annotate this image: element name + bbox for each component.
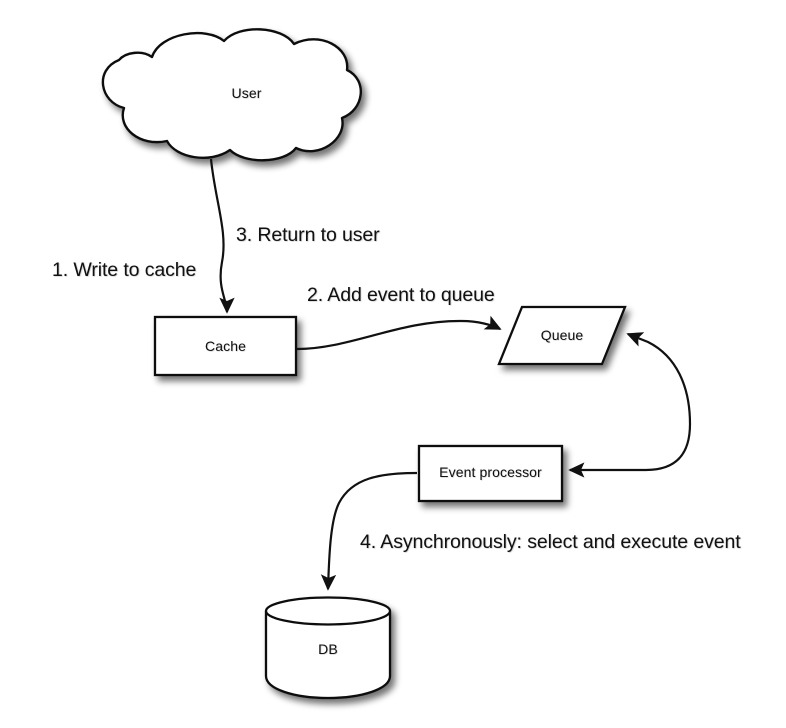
node-label-cache: Cache xyxy=(205,338,246,354)
edge-event-processor-to-db xyxy=(320,471,418,591)
user-cloud-shape xyxy=(101,28,362,162)
edge-cache-to-queue xyxy=(296,315,502,351)
db-cylinder-top xyxy=(264,596,392,626)
edge-user-to-cache xyxy=(209,158,235,314)
event-processor-box-shape xyxy=(417,444,564,503)
step-label-1: 1. Write to cache xyxy=(52,259,197,281)
node-label-user: User xyxy=(231,85,262,101)
step-label-4: 4. Asynchronously: select and execute ev… xyxy=(360,531,741,553)
node-cache[interactable] xyxy=(153,315,298,377)
node-label-db: DB xyxy=(318,641,338,657)
cache-box-shape xyxy=(153,315,298,377)
node-event-processor[interactable] xyxy=(417,444,564,503)
node-db[interactable] xyxy=(264,596,392,700)
node-label-event-processor: Event processor xyxy=(439,464,542,480)
node-label-queue: Queue xyxy=(540,327,584,343)
edge-queue-event-processor xyxy=(568,332,692,478)
step-label-2: 2. Add event to queue xyxy=(307,284,495,306)
db-cylinder-body xyxy=(264,610,392,700)
node-user[interactable] xyxy=(101,28,362,162)
step-label-3: 3. Return to user xyxy=(236,224,380,246)
